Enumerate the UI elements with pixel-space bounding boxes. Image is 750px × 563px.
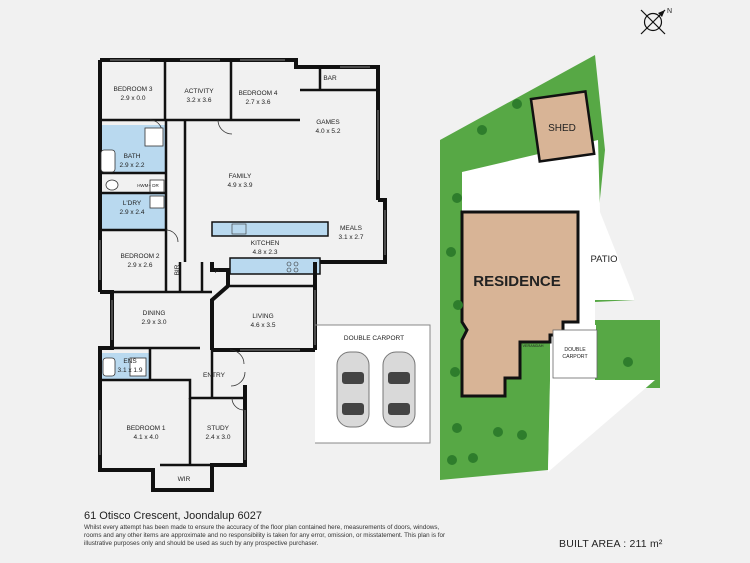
size-living: 4.6 x 3.5 — [251, 322, 276, 329]
label-wm-dr: HWM+ DR — [137, 183, 159, 188]
label-family: FAMILY — [229, 173, 252, 180]
label-ldry: L'DRY — [123, 200, 142, 207]
residence-label: RESIDENCE — [473, 273, 561, 290]
size-activity: 3.2 x 3.6 — [187, 97, 212, 104]
property-address: 61 Otisco Crescent, Joondalup 6027 — [84, 510, 262, 522]
label-bedroom3: BEDROOM 3 — [113, 86, 152, 93]
label-activity: ACTIVITY — [184, 88, 214, 95]
site-carport-label-2: CARPORT — [562, 354, 588, 360]
label-bedroom2: BEDROOM 2 — [120, 253, 159, 260]
label-study: STUDY — [207, 425, 230, 432]
car-right — [382, 351, 416, 428]
label-bedroom1: BEDROOM 1 — [126, 425, 165, 432]
size-study: 2.4 x 3.0 — [206, 434, 231, 441]
label-pantry: P — [215, 268, 219, 275]
label-kitchen: KITCHEN — [251, 240, 280, 247]
size-bedroom4: 2.7 x 3.6 — [246, 99, 271, 106]
compass-north-label: N — [667, 8, 672, 15]
patio-label: PATIO — [590, 254, 617, 265]
size-dining: 2.9 x 3.0 — [142, 319, 167, 326]
verandah-label: VERANDAH — [522, 344, 543, 348]
kitchen-bench-top — [211, 221, 329, 237]
label-bir: BIR — [174, 264, 181, 275]
trees — [446, 99, 633, 465]
size-ldry: 2.9 x 2.4 — [120, 209, 145, 216]
shed-label: SHED — [548, 123, 576, 134]
label-living: LIVING — [252, 313, 273, 320]
size-bedroom2: 2.9 x 2.6 — [128, 262, 153, 269]
compass-icon — [640, 9, 666, 35]
label-dining: DINING — [143, 310, 166, 317]
car-left — [336, 351, 370, 428]
built-area: BUILT AREA : 211 m² — [559, 538, 663, 550]
kitchen-bench-bottom — [229, 257, 321, 275]
size-games: 4.0 x 5.2 — [316, 128, 341, 135]
label-meals: MEALS — [340, 225, 363, 232]
size-bedroom3: 2.9 x 0.0 — [121, 95, 146, 102]
label-bar: BAR — [323, 75, 337, 82]
label-bath: BATH — [124, 153, 141, 160]
shed — [529, 89, 596, 163]
size-bath: 2.9 x 2.2 — [120, 162, 145, 169]
site-carport-label-1: DOUBLE — [564, 347, 586, 353]
size-kitchen: 4.8 x 2.3 — [253, 249, 278, 256]
label-wir: WIR — [178, 476, 191, 483]
size-meals: 3.1 x 2.7 — [339, 234, 364, 241]
size-bedroom1: 4.1 x 4.0 — [134, 434, 159, 441]
size-family: 4.9 x 3.9 — [228, 182, 253, 189]
label-double-carport: DOUBLE CARPORT — [344, 335, 404, 342]
label-ens: ENS — [123, 358, 137, 365]
site-carport — [552, 329, 598, 379]
label-bedroom4: BEDROOM 4 — [238, 90, 277, 97]
residence — [460, 210, 580, 398]
house-floor-plan: BEDROOM 3 2.9 x 0.0 ACTIVITY 3.2 x 3.6 B… — [98, 58, 431, 492]
footer: 61 Otisco Crescent, Joondalup 6027 Whils… — [84, 510, 744, 548]
site-plan: SHED RESIDENCE PATIO VERANDAH DOUBLE CAR… — [440, 55, 660, 480]
size-ens: 3.1 x 1.9 — [118, 367, 143, 374]
label-games: GAMES — [316, 119, 340, 126]
label-entry: ENTRY — [203, 372, 226, 379]
disclaimer: Whilst every attempt has been made to en… — [84, 524, 446, 547]
